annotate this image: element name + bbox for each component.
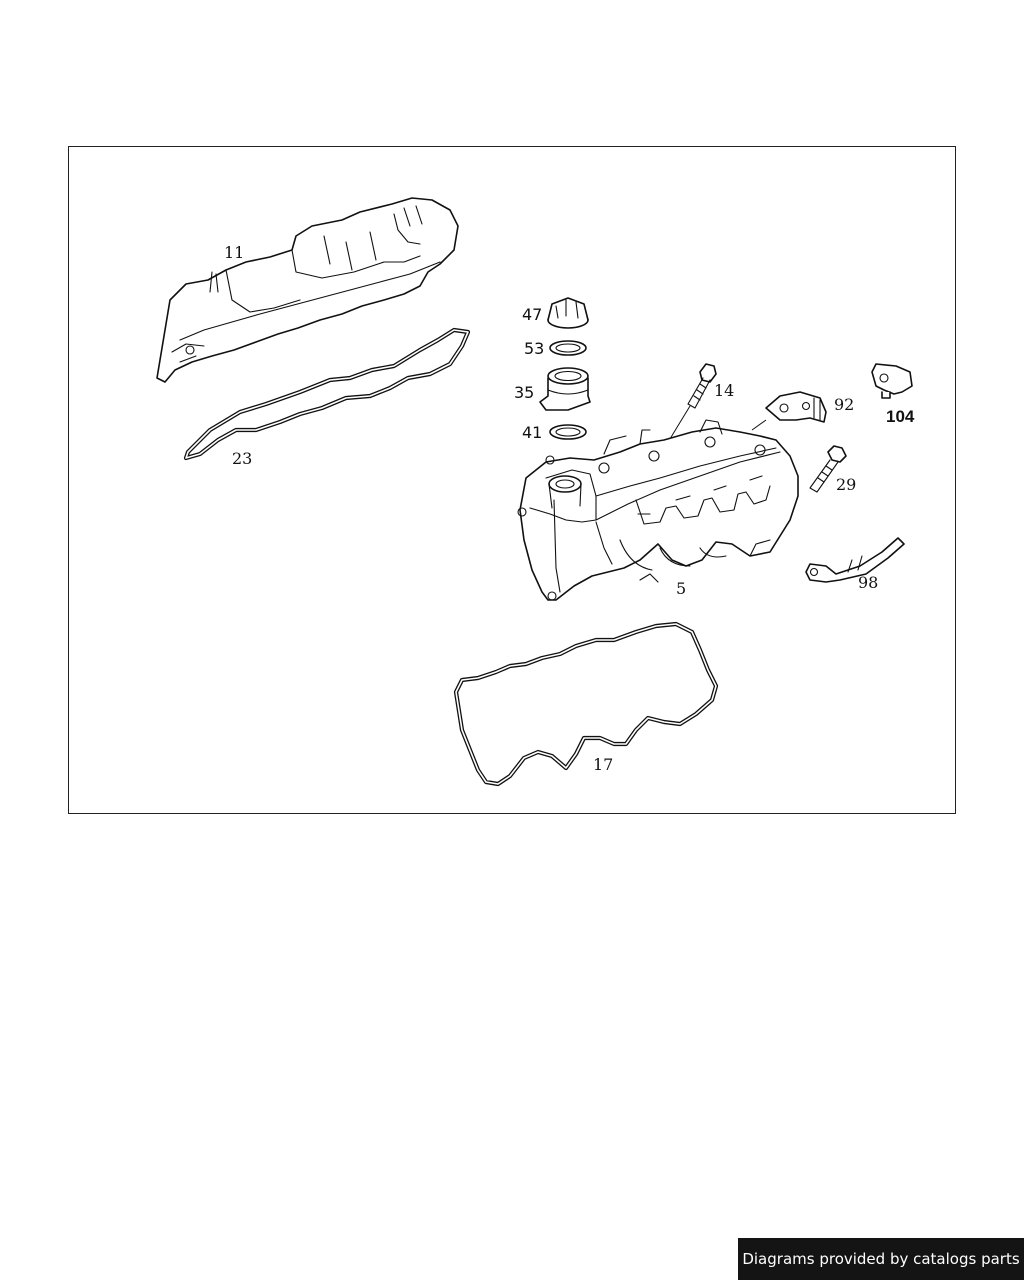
part-11-manifold-cover[interactable] bbox=[156, 197, 459, 383]
part-5-cylinder-head-cover[interactable] bbox=[517, 419, 799, 601]
part-35-filler-neck[interactable] bbox=[539, 367, 591, 411]
part-17-gasket[interactable] bbox=[453, 621, 719, 787]
part-92-bracket[interactable] bbox=[751, 391, 827, 431]
label-53: 53 bbox=[524, 339, 544, 358]
label-35: 35 bbox=[514, 383, 534, 402]
part-23-gasket[interactable] bbox=[183, 327, 471, 461]
part-104-bracket[interactable] bbox=[871, 363, 913, 399]
part-14-bolt[interactable] bbox=[661, 363, 717, 453]
part-53-seal-ring[interactable] bbox=[549, 340, 587, 356]
part-29-bolt[interactable] bbox=[809, 445, 847, 493]
label-11: 11 bbox=[224, 243, 244, 262]
footer-credit: Diagrams provided by catalogs parts bbox=[738, 1238, 1024, 1280]
label-104: 104 bbox=[886, 407, 915, 426]
part-98-bracket[interactable] bbox=[805, 537, 905, 583]
diagram-frame bbox=[68, 146, 956, 814]
label-92: 92 bbox=[834, 395, 854, 414]
part-41-seal-ring[interactable] bbox=[549, 424, 587, 440]
label-17: 17 bbox=[593, 755, 613, 774]
label-5: 5 bbox=[676, 579, 686, 598]
label-14: 14 bbox=[714, 381, 734, 400]
label-29: 29 bbox=[836, 475, 856, 494]
part-47-oil-cap[interactable] bbox=[547, 297, 589, 329]
label-23: 23 bbox=[232, 449, 252, 468]
label-98: 98 bbox=[858, 573, 878, 592]
label-47: 47 bbox=[522, 305, 542, 324]
label-41: 41 bbox=[522, 423, 542, 442]
